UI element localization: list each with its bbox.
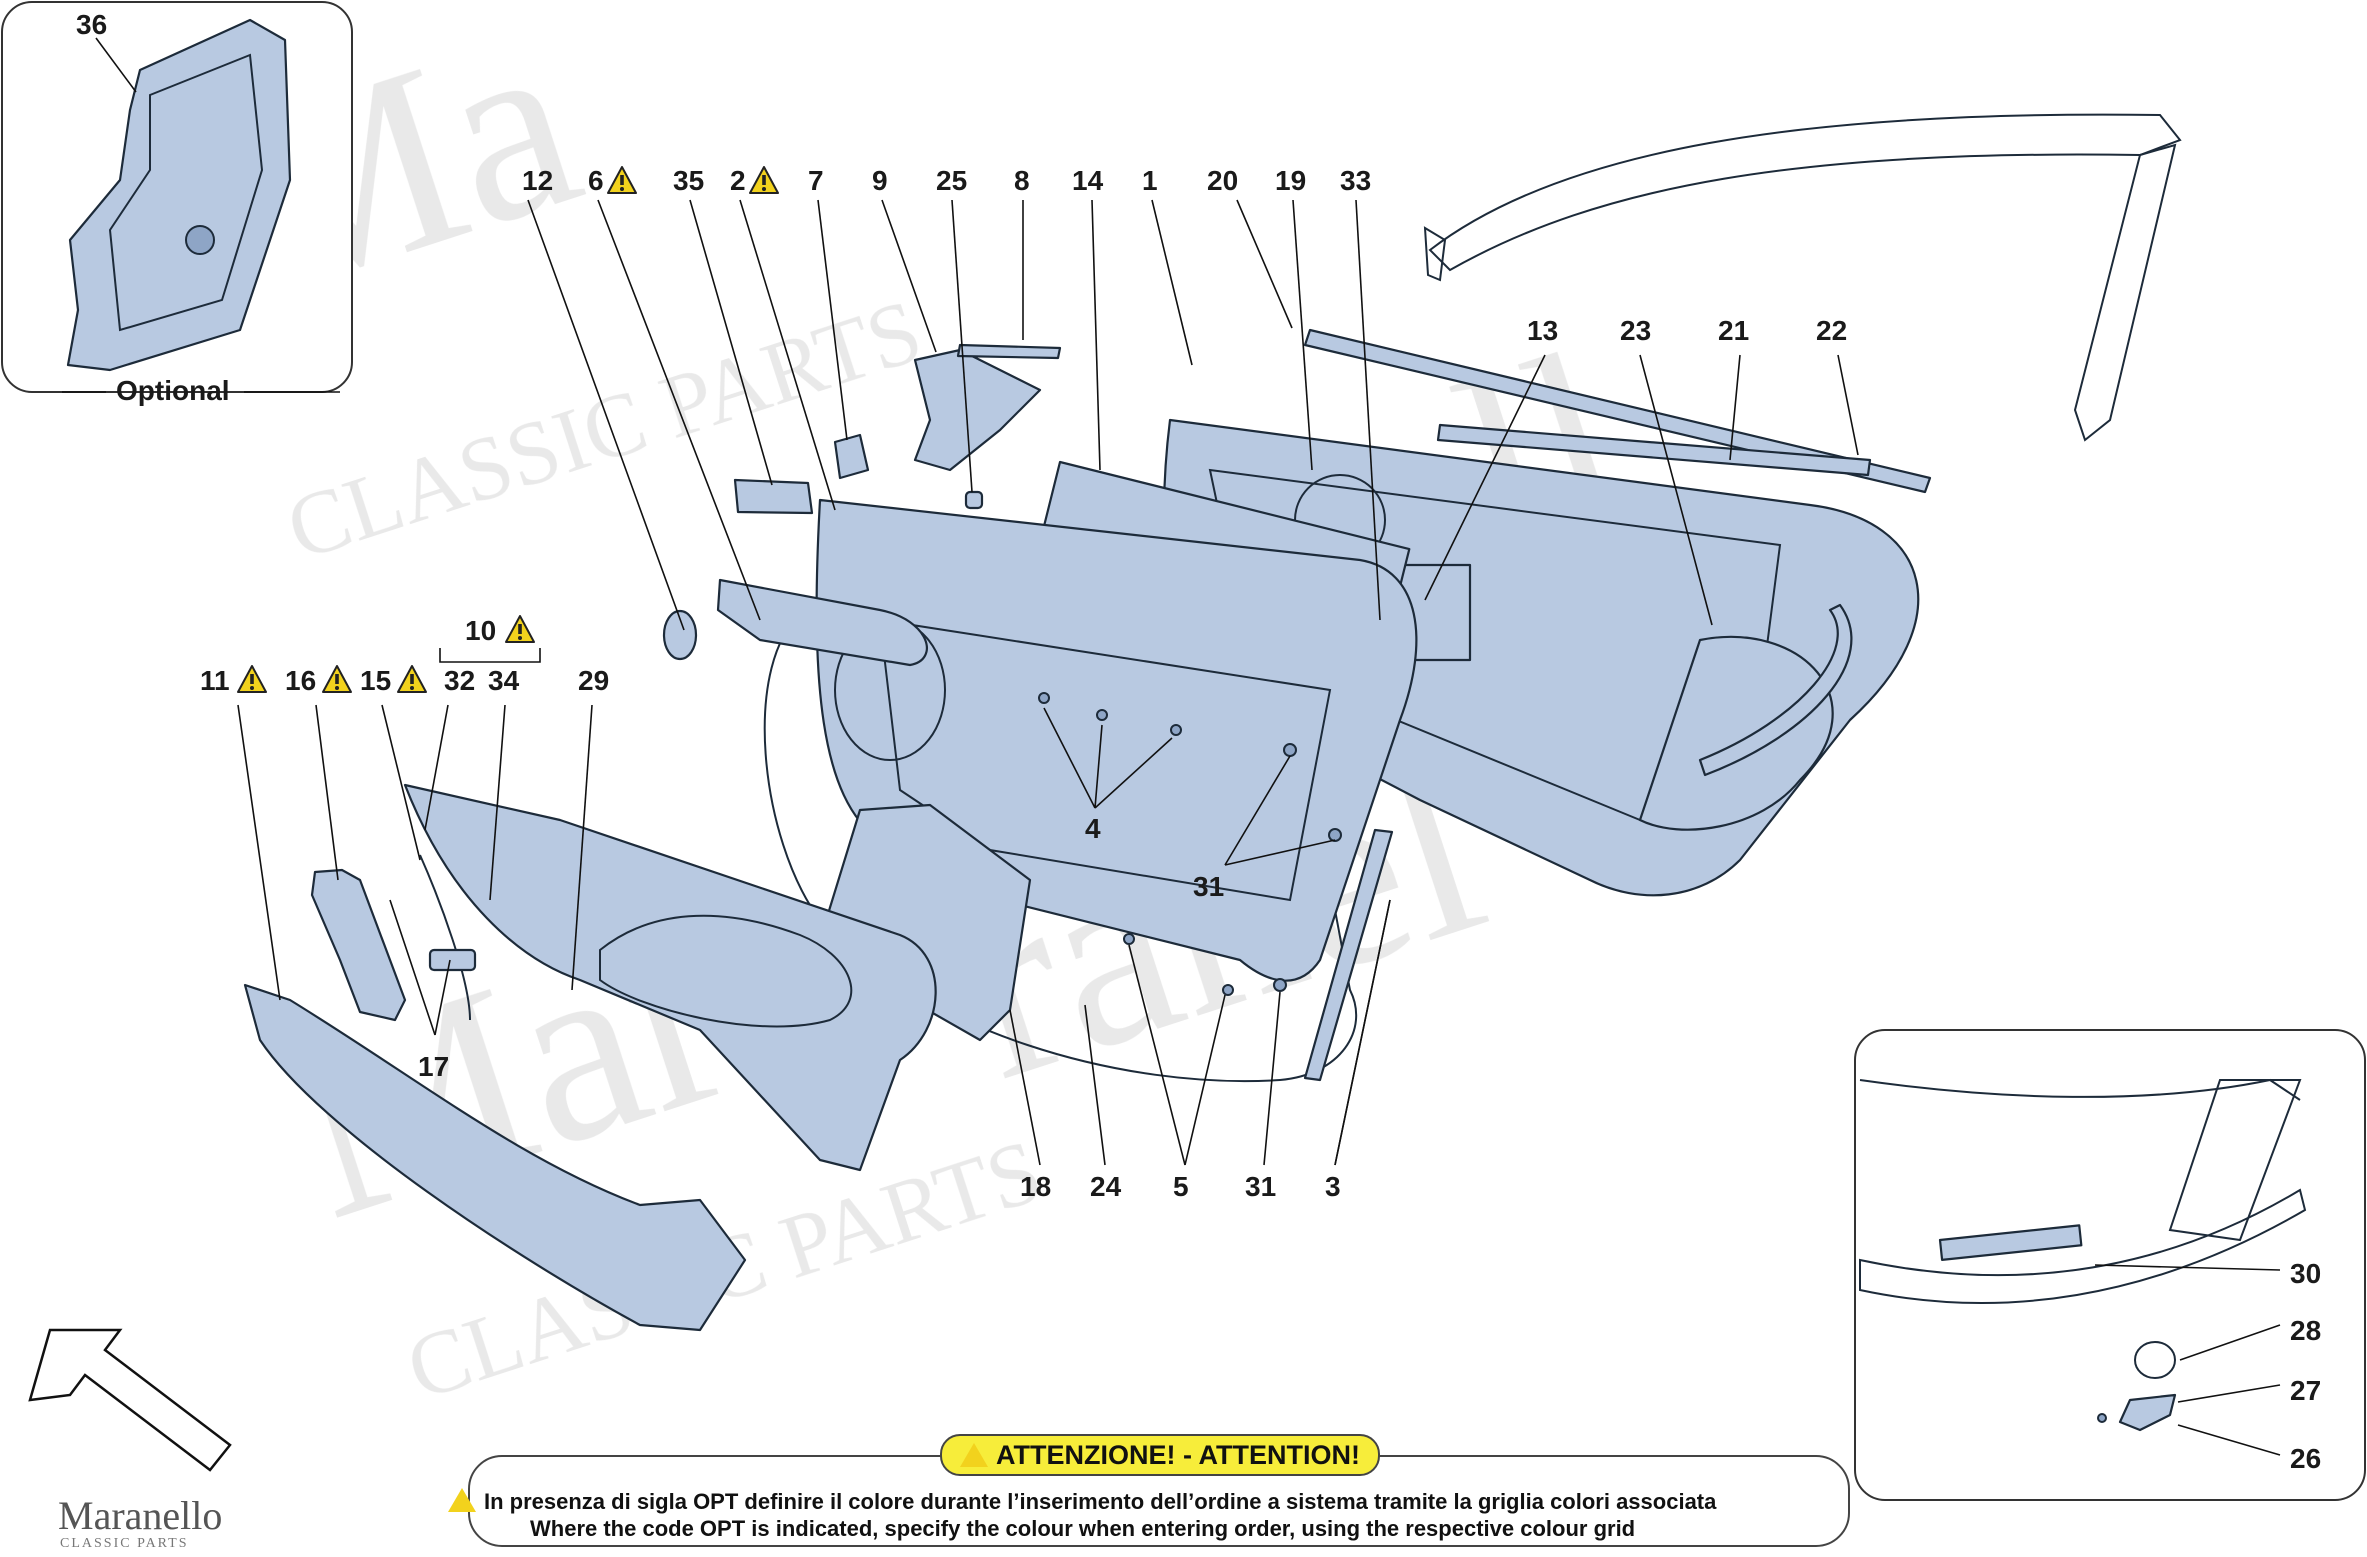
attention-text-it: In presenza di sigla OPT definire il col… [484,1489,1717,1514]
warning-triangle-icon [960,1443,989,1467]
callout-19: 19 [1275,165,1306,196]
callout-15: 15 [360,665,391,696]
callout-2: 2 [730,165,746,196]
attention-title: ATTENZIONE! - ATTENTION! [940,1434,1380,1476]
callout-17: 17 [418,1051,449,1082]
callout-34: 34 [488,665,520,696]
attention-line-it: In presenza di sigla OPT definire il col… [448,1488,1716,1515]
part-35-cover-plate [733,478,814,515]
callout-33: 33 [1340,165,1371,196]
callout-28: 28 [2290,1315,2321,1346]
brand-tagline: CLASSIC PARTS [60,1536,189,1551]
callout-26: 26 [2290,1443,2321,1474]
inset-handle-detail [1854,1029,2366,1501]
warning-triangle-icon [749,166,779,194]
callout-21: 21 [1718,315,1749,346]
callout-35: 35 [673,165,704,196]
callout-8: 8 [1014,165,1030,196]
callout-4: 4 [1085,813,1101,844]
callout-14: 14 [1072,165,1104,196]
callout-22: 22 [1816,315,1847,346]
part-9-bracket [913,348,1042,472]
part-7-clip [833,433,870,480]
direction-arrow-icon [28,1328,232,1472]
attention-line-en: Where the code OPT is indicated, specify… [530,1516,1636,1541]
callout-7: 7 [808,165,824,196]
part-8-strip [956,343,1062,360]
callout-23: 23 [1620,315,1651,346]
callout-6: 6 [588,165,604,196]
part-36-trim-frame [66,18,292,372]
part-6-trim-insert [716,578,928,667]
callout-36: 36 [76,9,107,40]
inset-optional-36 [1,1,353,393]
callout-20: 20 [1207,165,1238,196]
callout-24: 24 [1090,1171,1122,1202]
callout-27: 27 [2290,1375,2321,1406]
callout-13: 13 [1527,315,1558,346]
callout-10: 10 [465,615,496,646]
callout-12: 12 [522,165,553,196]
part-12-speaker-grille [662,609,698,661]
callout-3: 3 [1325,1171,1341,1202]
door-trim-panel [403,783,937,1172]
callout-31-upper: 31 [1193,871,1224,902]
part-30-handle-insert [1938,1224,2083,1261]
callout-30: 30 [2290,1258,2321,1289]
warning-triangle-icon [505,615,535,643]
part-25-clip [964,490,984,510]
part-16-pull-handle [310,868,407,1022]
callout-5: 5 [1173,1171,1189,1202]
callout-1: 1 [1142,165,1158,196]
warning-triangle-icon [607,166,637,194]
attention-title-text: ATTENZIONE! - ATTENTION! [996,1439,1360,1470]
window-frame [1423,113,2182,442]
warning-triangle-icon [322,665,352,693]
brand-name: Maranello [58,1493,223,1538]
part-11-sill-trim [243,983,747,1332]
callout-16: 16 [285,665,316,696]
callout-9: 9 [872,165,888,196]
label-optional: Optional [116,375,230,406]
callout-11: 11 [200,665,230,696]
leaders [237,199,1859,1166]
callout-25: 25 [936,165,967,196]
callout-31-lower: 31 [1245,1171,1276,1202]
part-17-screw-plate [428,948,477,972]
door-strips [1303,328,1932,777]
part-3-seal-strip [1303,828,1394,1082]
callout-29: 29 [578,665,609,696]
part-15-handle-bracket [419,854,471,1021]
warning-triangle-icon [237,665,267,693]
warning-triangle-icon [397,665,427,693]
warning-triangle-icon [448,1488,476,1512]
callout-18: 18 [1020,1171,1051,1202]
callout-32: 32 [444,665,475,696]
